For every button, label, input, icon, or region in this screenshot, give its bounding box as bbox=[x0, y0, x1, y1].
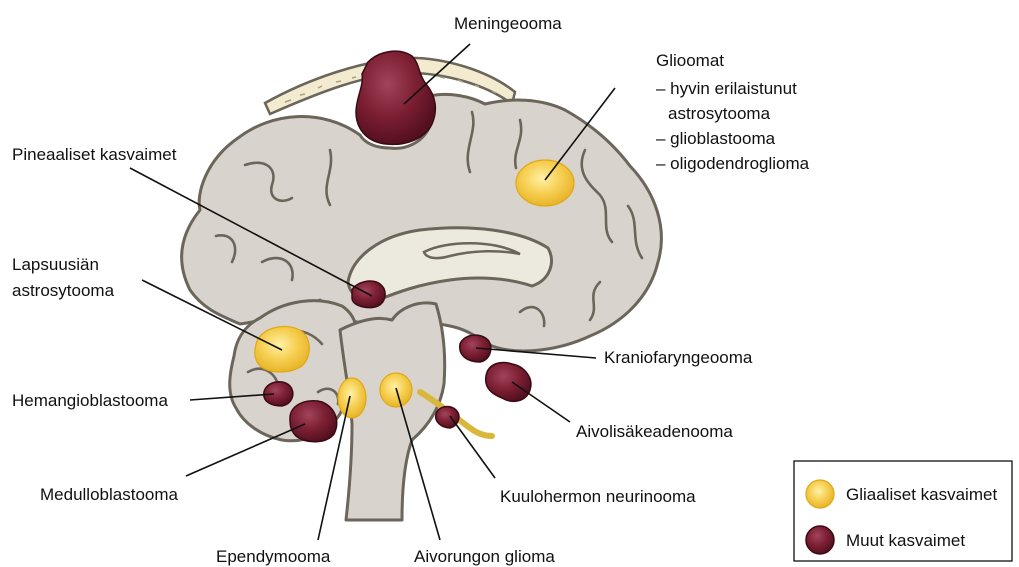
label-ependymooma: Ependymooma bbox=[216, 547, 331, 566]
glioomat-item: – glioblastooma bbox=[656, 129, 776, 148]
label-aivorungon: Aivorungon glioma bbox=[414, 547, 555, 566]
label-lapsuusian-1: Lapsuusiän bbox=[12, 255, 99, 274]
label-hemangioblastooma: Hemangioblastooma bbox=[12, 391, 168, 410]
label-kraniofaryngeooma: Kraniofaryngeooma bbox=[604, 348, 753, 367]
tumor-glioomat bbox=[516, 160, 574, 206]
glioomat-item: – oligodendroglioma bbox=[656, 154, 810, 173]
glioomat-title: Glioomat bbox=[656, 51, 724, 70]
label-kuulohermon: Kuulohermon neurinooma bbox=[500, 487, 696, 506]
glioomat-item: astrosytooma bbox=[668, 104, 771, 123]
tumor-ependymooma bbox=[338, 378, 366, 418]
legend: Gliaaliset kasvaimet Muut kasvaimet bbox=[794, 461, 1012, 561]
legend-glial-swatch bbox=[806, 480, 834, 508]
glioomat-item: – hyvin erilaistunut bbox=[656, 79, 797, 98]
label-medulloblastooma: Medulloblastooma bbox=[40, 485, 179, 504]
tumor-medulloblastooma bbox=[290, 401, 337, 442]
legend-other-swatch bbox=[806, 526, 834, 554]
label-aivolisakeadenooma: Aivolisäkeadenooma bbox=[576, 422, 733, 441]
tumor-aivolisakeadenooma bbox=[486, 363, 531, 402]
label-meningeooma: Meningeooma bbox=[454, 14, 562, 33]
label-pineaaliset: Pineaaliset kasvaimet bbox=[12, 145, 177, 164]
legend-glial-label: Gliaaliset kasvaimet bbox=[846, 485, 997, 504]
label-lapsuusian-2: astrosytooma bbox=[12, 281, 115, 300]
label-glioomat: Glioomat – hyvin erilaistunut astrosytoo… bbox=[656, 51, 810, 173]
legend-other-label: Muut kasvaimet bbox=[846, 531, 965, 550]
